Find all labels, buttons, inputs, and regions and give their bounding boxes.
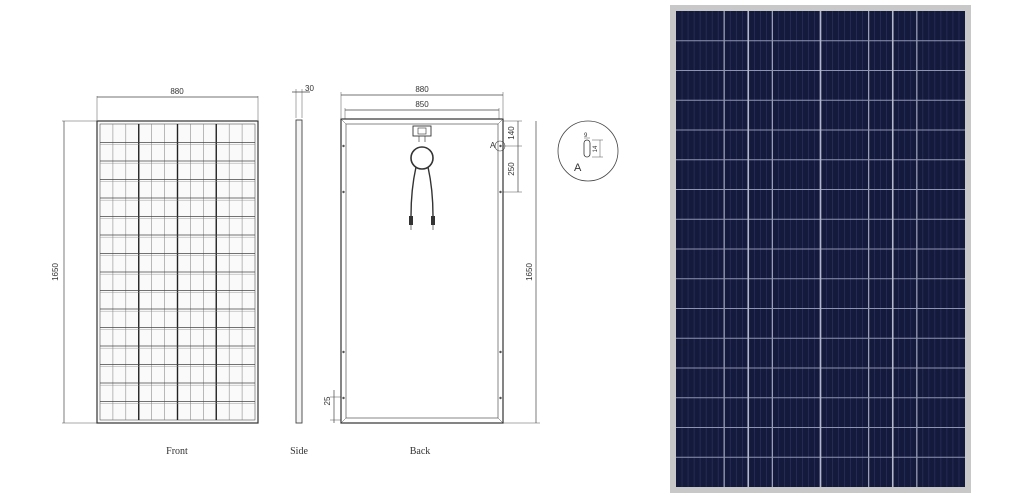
side-thickness-label: 30 (305, 84, 314, 93)
detail-label: A (574, 162, 582, 174)
back-hole-spacing-label: 250 (507, 162, 516, 176)
back-height-label: 1650 (525, 263, 534, 281)
front-caption: Front (166, 446, 188, 457)
junction-box (412, 125, 432, 142)
panel-photo-cell-grid (676, 11, 965, 487)
back-detail-marker: A (490, 141, 496, 150)
output-cables (409, 146, 435, 230)
back-outer-width-label: 880 (415, 85, 429, 94)
detail-view: 9 14 A (557, 120, 619, 182)
back-caption: Back (410, 446, 431, 457)
front-view: 880 1650 Front (51, 87, 259, 457)
detail-slot-length-label: 14 (593, 145, 599, 152)
side-view: 30 Side (290, 84, 314, 457)
side-panel-outline (295, 119, 303, 424)
front-width-label: 880 (170, 87, 184, 96)
mounting-holes (342, 144, 502, 400)
back-bottom-offset-label: 25 (323, 396, 332, 405)
back-view: 880 850 140 250 1650 25 (323, 85, 540, 457)
panel-photo (670, 5, 971, 493)
front-height-label: 1650 (51, 263, 60, 281)
side-caption: Side (290, 446, 308, 457)
back-inner-width-label: 850 (415, 100, 429, 109)
back-hole-offset-label: 140 (507, 126, 516, 140)
detail-slot (583, 139, 591, 158)
front-cell-grid (100, 124, 255, 420)
detail-slot-width-label: 9 (584, 133, 588, 139)
detail-callout-circle (494, 140, 506, 152)
back-frame-outline (340, 118, 504, 424)
